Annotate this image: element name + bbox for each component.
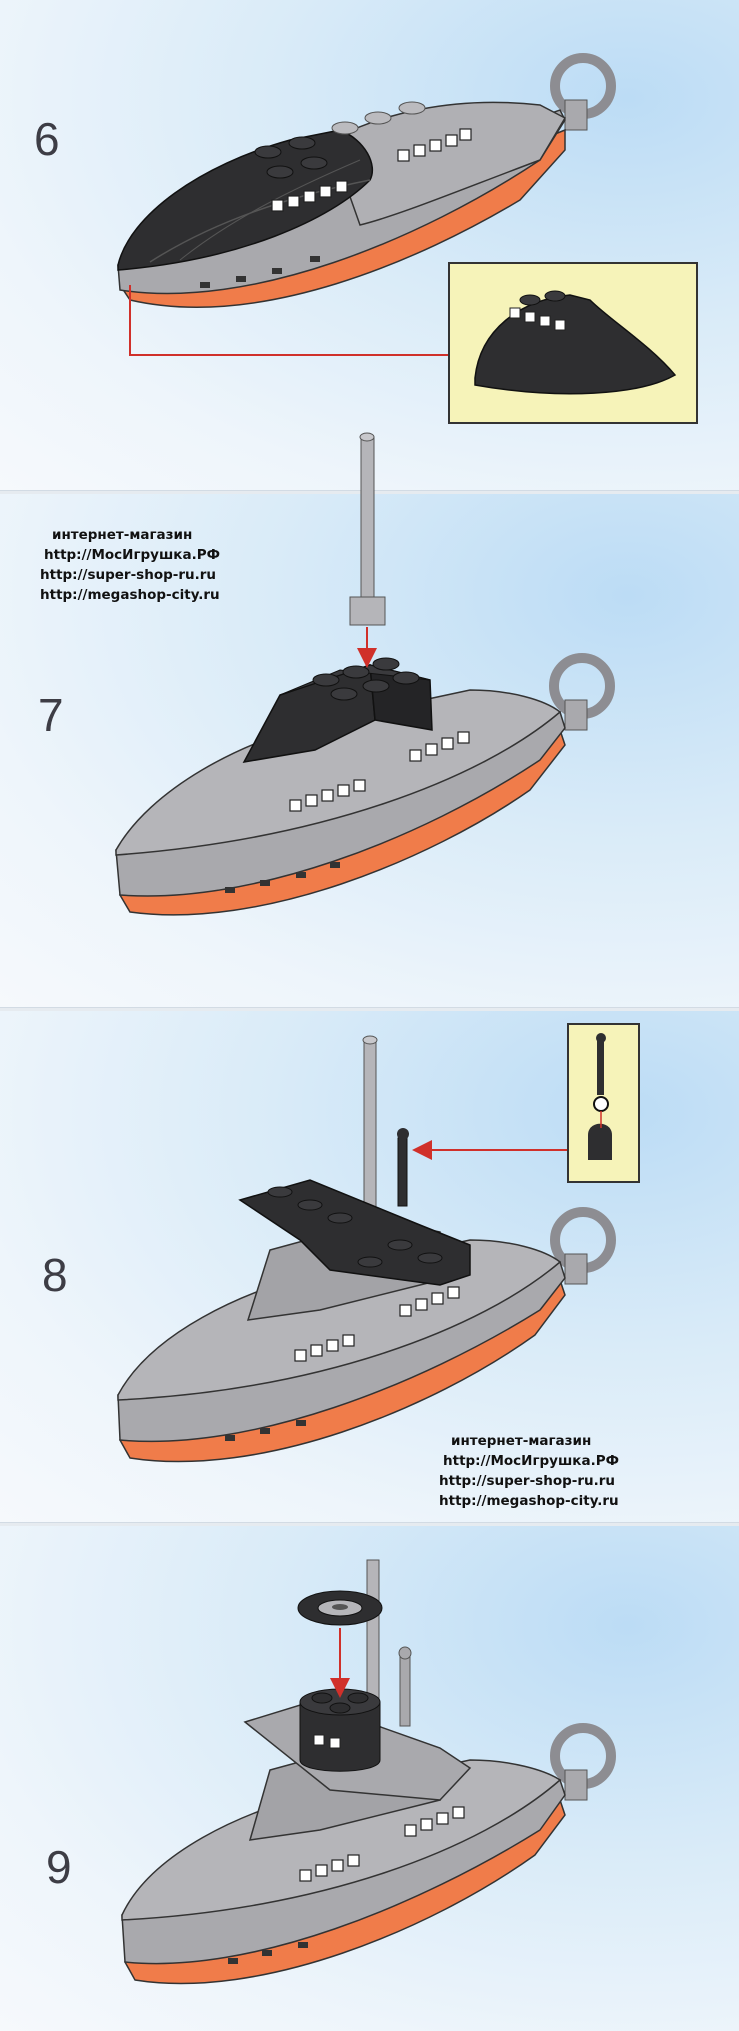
step-number-8: 8: [42, 1249, 68, 1301]
propeller-icon: [549, 653, 615, 731]
shop-link-2[interactable]: http://super-shop-ru.ru: [40, 567, 217, 583]
shop-line-1: интернет-магазин: [451, 1433, 592, 1449]
propeller-icon: [550, 1723, 616, 1801]
propeller-icon: [550, 53, 616, 131]
shop-line-1: интернет-магазин: [52, 527, 193, 543]
shop-link-2[interactable]: http://super-shop-ru.ru: [439, 1473, 616, 1489]
step-8-boat: [117, 1033, 616, 1463]
page-fold: [0, 1522, 739, 1526]
propeller-icon: [550, 1207, 616, 1285]
shop-link-1[interactable]: http://МосИгрушка.РФ: [443, 1453, 619, 1469]
antenna-part-icon: [349, 432, 386, 626]
shop-watermark: интернет-магазин http://МосИгрушка.РФ ht…: [439, 1431, 619, 1511]
page-fold: [0, 1007, 739, 1011]
black-wedge-part-icon: [474, 290, 677, 395]
lever-callout-icon: [588, 1033, 612, 1160]
shop-link-1[interactable]: http://МосИгрушка.РФ: [44, 547, 220, 563]
shop-link-3[interactable]: http://megashop-city.ru: [439, 1493, 619, 1509]
steering-wheel-part-icon: [297, 1590, 383, 1626]
step-6-boat: [117, 53, 616, 308]
step-number-7: 7: [38, 689, 64, 741]
step-number-9: 9: [46, 1841, 72, 1893]
shop-link-3[interactable]: http://megashop-city.ru: [40, 587, 220, 603]
step-9-boat: [121, 1559, 616, 1985]
step-7-boat: [115, 432, 615, 916]
round-brick-part-icon: [299, 1688, 381, 1772]
step-number-6: 6: [34, 113, 60, 165]
lever-part-icon: [397, 1128, 409, 1207]
shop-watermark: интернет-магазин http://МосИгрушка.РФ ht…: [40, 525, 220, 605]
